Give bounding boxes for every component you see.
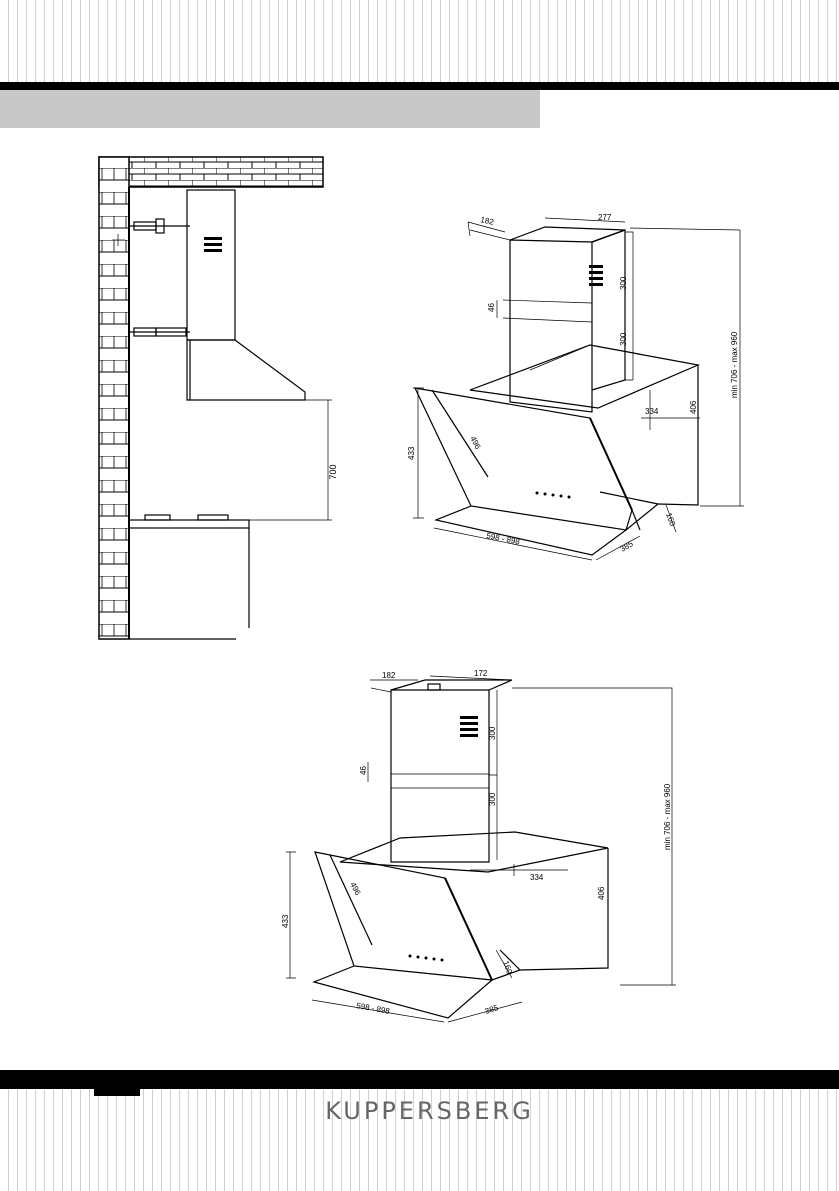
svg-text:334: 334 — [645, 407, 659, 416]
brand-logo: KUPPERSBERG — [325, 1097, 534, 1125]
svg-text:406: 406 — [597, 886, 606, 900]
base-cabinet — [128, 528, 250, 640]
hood-chimney — [186, 189, 236, 341]
svg-text:46: 46 — [359, 766, 368, 775]
svg-text:385: 385 — [484, 1003, 500, 1016]
svg-text:496: 496 — [348, 881, 362, 897]
svg-text:406: 406 — [689, 400, 698, 414]
svg-text:300: 300 — [619, 276, 628, 290]
svg-text:160: 160 — [501, 960, 514, 976]
footer-tab — [94, 1089, 140, 1096]
cooktop — [128, 519, 250, 529]
svg-text:277: 277 — [598, 213, 612, 222]
svg-text:300: 300 — [488, 726, 497, 740]
brick-wall — [98, 156, 130, 640]
figure-hood-isometric-top: 182 277 300 300 46 min 706 - max 960 334… — [407, 213, 744, 561]
dim-700: 700 — [328, 464, 338, 479]
header-stripes — [0, 0, 839, 82]
svg-text:433: 433 — [407, 446, 416, 460]
svg-text:182: 182 — [382, 671, 396, 680]
svg-text:min 706 - max 960: min 706 - max 960 — [730, 331, 739, 398]
header-bar — [0, 82, 839, 90]
svg-text:300: 300 — [488, 792, 497, 806]
wall-anchor-top — [112, 218, 190, 246]
svg-text:46: 46 — [487, 303, 496, 312]
svg-text:182: 182 — [480, 215, 495, 227]
svg-text:min 706 - max 960: min 706 - max 960 — [663, 783, 672, 850]
section-title-bar — [0, 90, 540, 128]
svg-text:300: 300 — [619, 332, 628, 346]
hood-canopy — [186, 339, 306, 401]
svg-text:385: 385 — [619, 539, 636, 554]
vent-grille — [204, 237, 222, 252]
svg-text:172: 172 — [474, 669, 488, 678]
svg-text:598 - 898: 598 - 898 — [486, 531, 521, 546]
brick-ceiling — [98, 156, 324, 188]
svg-text:334: 334 — [530, 873, 544, 882]
footer-bar — [0, 1070, 839, 1089]
footer-stripes — [0, 1089, 839, 1191]
svg-text:598 - 898: 598 - 898 — [356, 1001, 391, 1016]
figure-hood-isometric-bottom: 182 172 300 300 46 min 706 - max 960 334… — [281, 669, 676, 1023]
svg-text:433: 433 — [281, 914, 290, 928]
wall-anchor-bottom — [129, 327, 190, 337]
svg-text:160: 160 — [664, 512, 677, 528]
